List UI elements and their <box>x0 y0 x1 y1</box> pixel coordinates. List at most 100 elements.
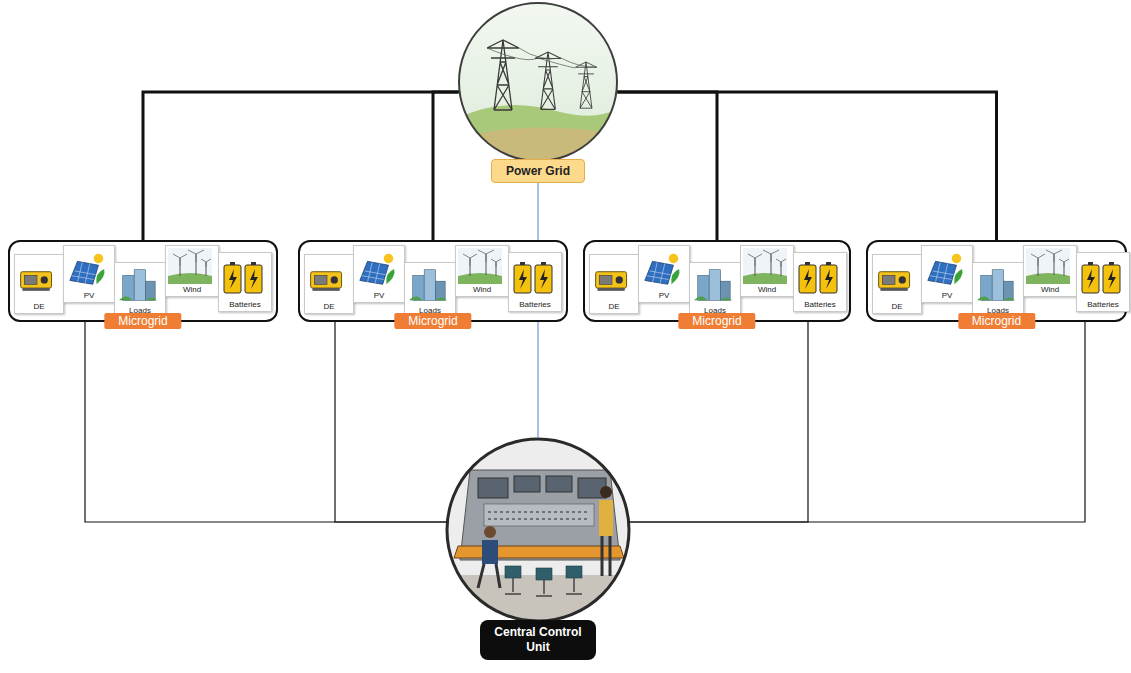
power-line <box>617 92 996 240</box>
tile-icon <box>511 255 555 299</box>
tile-label: Wind <box>166 285 218 294</box>
tile-icon-shape <box>645 254 680 285</box>
tile-icon <box>66 248 108 290</box>
power-line <box>433 92 459 240</box>
tile-icon <box>458 248 502 284</box>
source-tile: Loads <box>404 262 456 318</box>
tile-label: Wind <box>1024 285 1076 294</box>
source-tile: Batteries <box>508 252 562 312</box>
tile-icon <box>356 248 398 290</box>
tile-icon <box>743 248 787 284</box>
tile-label: DE <box>590 302 638 311</box>
source-tile: Wind <box>740 245 794 297</box>
tile-icon <box>796 255 840 299</box>
control-link <box>335 322 446 522</box>
source-tile: Wind <box>1023 245 1077 297</box>
tile-label: Wind <box>456 285 508 294</box>
tile-label: PV <box>922 291 972 300</box>
tile-icon-shape <box>224 262 262 293</box>
tile-icon-shape <box>1026 248 1070 284</box>
tile-icon <box>1026 248 1070 284</box>
source-tile: Wind <box>165 245 219 297</box>
microgrid-label: Microgrid <box>958 313 1035 329</box>
microgrid-box: DEPVLoadsWindBatteriesMicrogrid <box>866 240 1127 322</box>
tile-icon-shape <box>458 248 502 284</box>
tile-label: DE <box>305 302 353 311</box>
tile-icon <box>168 248 212 284</box>
tile-icon-shape <box>409 270 447 301</box>
tile-icon <box>117 265 159 305</box>
power-grid-illustration <box>455 0 625 165</box>
tile-icon-shape <box>799 262 837 293</box>
tile-label: PV <box>64 291 114 300</box>
tile-icon <box>875 257 915 301</box>
microgrid-label: Microgrid <box>104 313 181 329</box>
source-tile: PV <box>921 245 973 303</box>
tile-icon-shape <box>70 254 105 285</box>
tile-icon-shape <box>168 248 212 284</box>
power-line <box>143 92 459 240</box>
microgrid-label: Microgrid <box>678 313 755 329</box>
control-unit-node: Central Control Unit <box>446 438 630 622</box>
tile-icon-shape <box>21 272 52 291</box>
source-tile: PV <box>63 245 115 303</box>
tile-label: DE <box>873 302 921 311</box>
tile-label: DE <box>15 302 63 311</box>
tile-icon-shape <box>694 270 732 301</box>
source-tile: Batteries <box>218 252 272 312</box>
source-tile: Loads <box>972 262 1024 318</box>
tile-icon <box>924 248 966 290</box>
power-grid-node: Power Grid <box>458 3 618 161</box>
source-tile: DE <box>589 254 639 314</box>
tile-label: Wind <box>741 285 793 294</box>
microgrid-label: Microgrid <box>394 313 471 329</box>
tile-label: Batteries <box>509 300 561 309</box>
tile-label: Batteries <box>219 300 271 309</box>
microgrid-box: DEPVLoadsWindBatteriesMicrogrid <box>8 240 278 322</box>
source-tile: PV <box>638 245 690 303</box>
tile-icon-shape <box>311 272 342 291</box>
tile-icon <box>692 265 734 305</box>
control-link <box>85 322 446 522</box>
tile-icon-shape <box>514 262 552 293</box>
tile-icon <box>307 257 347 301</box>
microgrid-box: DEPVLoadsWindBatteriesMicrogrid <box>583 240 851 322</box>
node-label: Power Grid <box>491 159 585 183</box>
control-link <box>630 322 808 522</box>
source-tile: Batteries <box>1076 252 1130 312</box>
tile-icon-shape <box>119 270 157 301</box>
node-label: Central Control Unit <box>480 620 596 660</box>
tile-icon <box>17 257 57 301</box>
source-tile: Loads <box>689 262 741 318</box>
tile-icon-shape <box>743 248 787 284</box>
source-tile: Batteries <box>793 252 847 312</box>
source-tile: PV <box>353 245 405 303</box>
tile-label: Batteries <box>1077 300 1129 309</box>
tile-label: PV <box>639 291 689 300</box>
tile-label: PV <box>354 291 404 300</box>
source-tile: DE <box>14 254 64 314</box>
tile-icon <box>221 255 265 299</box>
tile-icon <box>641 248 683 290</box>
power-line <box>617 92 717 240</box>
source-tile: Loads <box>114 262 166 318</box>
control-room-illustration <box>445 438 635 635</box>
source-tile: DE <box>304 254 354 314</box>
tile-icon <box>407 265 449 305</box>
microgrid-box: DEPVLoadsWindBatteriesMicrogrid <box>298 240 568 322</box>
tile-icon <box>592 257 632 301</box>
tile-icon <box>1079 255 1123 299</box>
source-tile: Wind <box>455 245 509 297</box>
tile-icon <box>975 265 1017 305</box>
tile-icon-shape <box>360 254 395 285</box>
tile-icon-shape <box>977 270 1015 301</box>
control-link <box>630 322 1085 522</box>
tile-icon-shape <box>1082 262 1120 293</box>
source-tile: DE <box>872 254 922 314</box>
tile-label: Batteries <box>794 300 846 309</box>
tile-icon-shape <box>596 272 627 291</box>
tile-icon-shape <box>879 272 910 291</box>
